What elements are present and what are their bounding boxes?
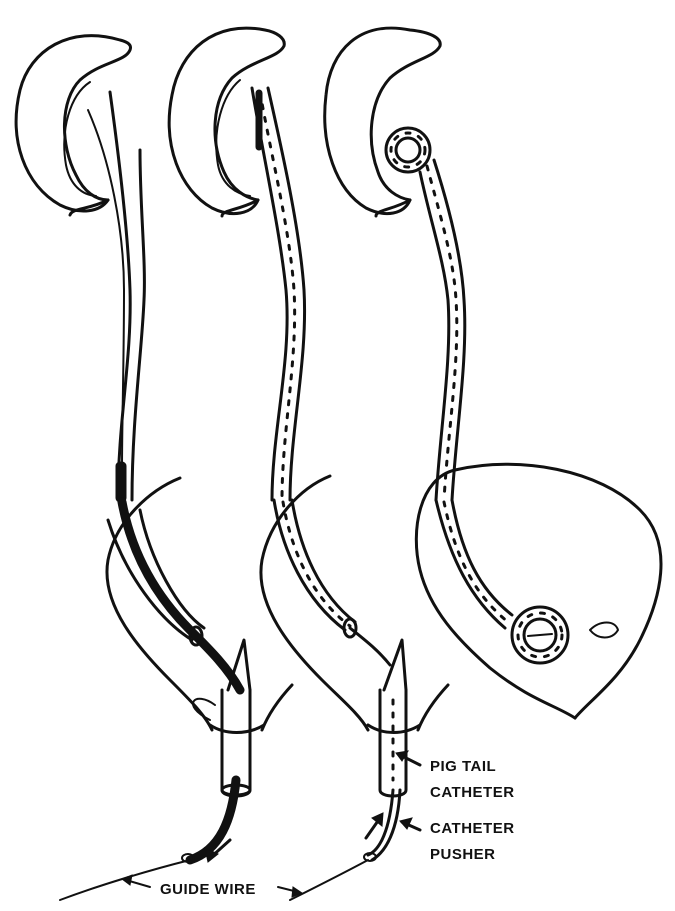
bladder-1 bbox=[107, 478, 292, 730]
pig-tail-catheter-label: PIG TAIL CATHETER bbox=[430, 757, 515, 803]
catheter-pusher-label-line1: CATHETER bbox=[430, 819, 515, 839]
panel-pigtail-deployed bbox=[325, 28, 661, 718]
pig-tail-label-line1: PIG TAIL bbox=[430, 757, 515, 777]
ureter-3 bbox=[420, 160, 465, 500]
ureter-1 bbox=[88, 92, 144, 502]
panel-guide-wire-insertion bbox=[16, 36, 292, 900]
catheter-pusher-label: CATHETER PUSHER bbox=[430, 819, 515, 865]
guide-wire-tip bbox=[116, 462, 126, 502]
guide-wire-in-bladder bbox=[122, 502, 240, 690]
panel-catheter-advance bbox=[169, 28, 448, 900]
kidney-2 bbox=[169, 28, 284, 216]
pig-tail-label-line2: CATHETER bbox=[430, 783, 515, 803]
cystoscope-1 bbox=[108, 502, 264, 860]
guide-wire-label: GUIDE WIRE bbox=[160, 880, 256, 900]
catheter-pusher-label-line2: PUSHER bbox=[430, 845, 515, 865]
ureter-2 bbox=[252, 88, 305, 500]
cystoscope-2 bbox=[274, 500, 420, 900]
bladder-3 bbox=[416, 464, 661, 718]
